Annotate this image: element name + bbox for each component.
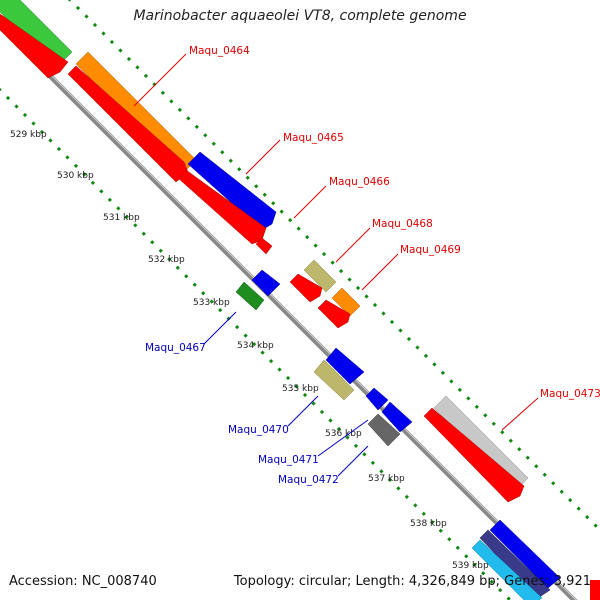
gene-label-maqu0467[interactable]: Maqu_0467	[145, 342, 206, 354]
tick-label-530: 530 kbp	[57, 171, 94, 181]
callout-line-maqu0464	[133, 53, 187, 107]
gene-arrow-maqu0472[interactable]	[367, 413, 401, 447]
gene-arrow-red-3[interactable]	[177, 169, 267, 245]
gene-arrow-maqu0473[interactable]	[423, 407, 525, 503]
gene-arrow-maqu0468[interactable]	[289, 273, 323, 303]
genome-summary-label: Topology: circular; Length: 4,326,849 bp…	[233, 574, 591, 589]
accession-label: Accession: NC_008740	[9, 574, 157, 589]
tick-label-529: 529 kbp	[10, 130, 47, 140]
tick-label-538: 538 kbp	[410, 519, 447, 529]
gene-arrow-maqu0465[interactable]	[187, 151, 277, 231]
gene-arrow-maqu0464[interactable]	[75, 51, 197, 173]
gene-label-maqu0469[interactable]: Maqu_0469	[400, 244, 461, 256]
gene-arrow-blue-small[interactable]	[251, 269, 281, 297]
callout-line-maqu0471	[317, 419, 369, 457]
gc-track-outer	[67, 0, 600, 532]
gene-label-maqu0465[interactable]: Maqu_0465	[283, 132, 344, 144]
gene-arrow-red-end[interactable]	[590, 580, 600, 600]
tick-label-536: 536 kbp	[325, 429, 362, 439]
gc-track-inner	[0, 87, 513, 600]
callout-line-maqu0467	[203, 311, 237, 345]
callout-line-maqu0468	[335, 227, 371, 263]
callout-line-maqu0466	[293, 185, 327, 219]
tick-label-533: 533 kbp	[193, 298, 230, 308]
gene-arrow-red-2[interactable]	[67, 65, 189, 183]
gene-arrow-maqu0469[interactable]	[331, 287, 361, 317]
tick-label-531: 531 kbp	[103, 213, 140, 223]
callout-line-maqu0470	[287, 395, 319, 427]
gene-label-maqu0468[interactable]: Maqu_0468	[372, 218, 433, 230]
gene-label-maqu0470[interactable]: Maqu_0470	[228, 424, 289, 436]
callout-lines	[133, 53, 539, 477]
map-title: Marinobacter aquaeolei VT8, complete gen…	[133, 8, 467, 24]
tick-label-539: 539 kbp	[452, 561, 489, 571]
genome-backbone	[0, 24, 578, 600]
gene-arrow-maqu0470[interactable]	[313, 359, 355, 401]
callout-line-maqu0472	[337, 445, 369, 477]
callout-line-maqu0469	[361, 253, 399, 291]
tick-label-532: 532 kbp	[148, 255, 185, 265]
tick-label-535: 535 kbp	[282, 384, 319, 394]
tick-label-534: 534 kbp	[237, 341, 274, 351]
gene-arrow-maqu0468-tan[interactable]	[303, 259, 337, 293]
gene-labels: Maqu_0464 Maqu_0465 Maqu_0466 Maqu_0468 …	[145, 45, 600, 486]
gene-arrow-maqu0471[interactable]	[365, 387, 389, 411]
gene-arrow-blue-3[interactable]	[381, 401, 413, 433]
gene-label-maqu0472[interactable]: Maqu_0472	[278, 474, 339, 486]
gene-arrow-red-4[interactable]	[317, 299, 351, 329]
gene-arrow-maqu0467[interactable]	[235, 281, 265, 311]
gene-label-maqu0473[interactable]: Maqu_0473	[540, 388, 600, 400]
reverse-gene-track	[235, 269, 561, 600]
callout-line-maqu0465	[245, 139, 281, 175]
gene-arrow-maqu0466[interactable]	[255, 237, 273, 255]
gene-arrow-red-1[interactable]	[0, 13, 69, 79]
genome-backbone-highlight	[0, 23, 577, 600]
gene-label-maqu0471[interactable]: Maqu_0471	[258, 454, 319, 466]
kbp-axis: 529 kbp 530 kbp 531 kbp 532 kbp 533 kbp …	[10, 130, 489, 571]
gene-label-maqu0466[interactable]: Maqu_0466	[329, 176, 390, 188]
tick-label-537: 537 kbp	[368, 474, 405, 484]
gene-arrow-blue-2[interactable]	[325, 347, 365, 385]
gene-arrow-cyan[interactable]	[471, 539, 543, 600]
callout-line-maqu0473	[501, 397, 539, 431]
gene-label-maqu0464[interactable]: Maqu_0464	[189, 45, 250, 57]
